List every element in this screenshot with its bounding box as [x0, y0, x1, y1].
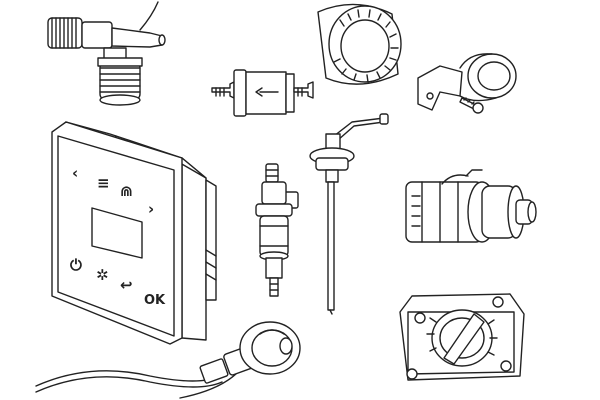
panel-button-back: ↩	[120, 276, 133, 294]
connector-icon	[35, 321, 301, 399]
panel-button-left: ‹	[72, 164, 78, 182]
control-panel-icon: ‹ ≡ ⋒ › ⏻ ✲ ↩ OK	[51, 121, 217, 345]
motor-icon	[405, 169, 537, 243]
fuel-pump-icon	[255, 163, 299, 297]
panel-button-fan: ✲	[96, 266, 109, 284]
rotary-switch-icon	[399, 293, 525, 381]
panel-button-menu: ≡	[97, 174, 110, 192]
round-cap-icon	[317, 3, 402, 85]
tee-fitting-icon	[47, 1, 166, 106]
clamp-icon	[417, 53, 517, 114]
panel-button-mode: ⋒	[120, 182, 133, 200]
fuel-filter-icon	[211, 69, 314, 117]
panel-button-power: ⏻	[70, 256, 82, 274]
standpipe-icon	[309, 113, 389, 315]
panel-button-right: ›	[148, 200, 154, 218]
panel-button-ok: OK	[144, 293, 166, 308]
